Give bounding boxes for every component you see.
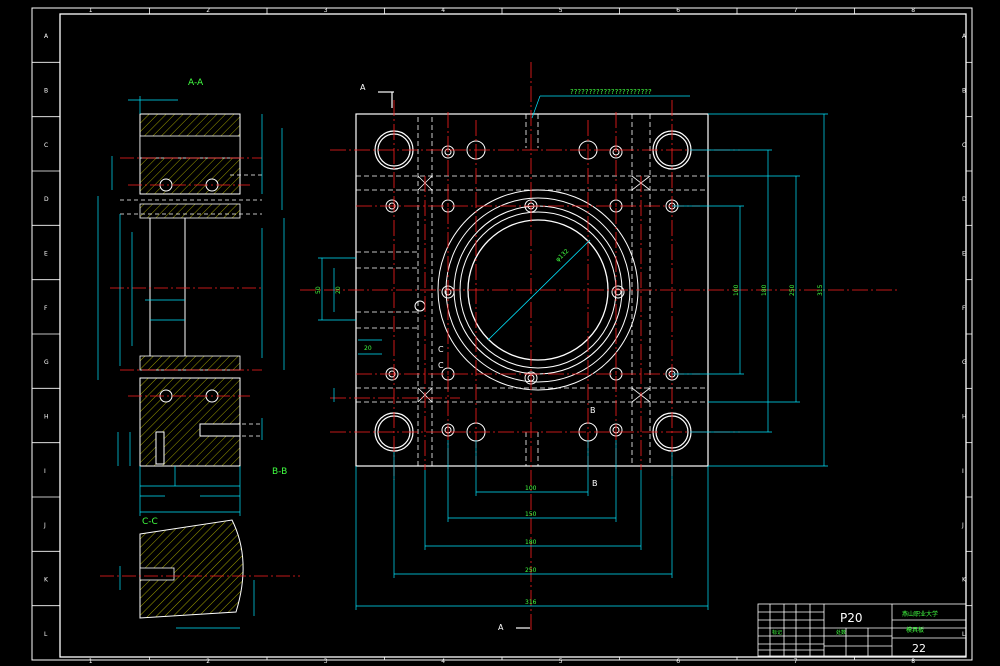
frame-row-label: F (962, 305, 966, 312)
cut-a-top: A (360, 83, 366, 92)
frame-row-label: F (44, 305, 48, 312)
cut-b-upper: B (590, 406, 596, 415)
frame-col-label: 7 (794, 658, 798, 665)
section-aa-view (97, 96, 285, 516)
frame-row-label: H (962, 414, 967, 421)
frame-col-label: 4 (441, 7, 445, 14)
frame-row-label: I (962, 468, 964, 475)
dim-v50: 50 (315, 286, 322, 294)
frame-row-label: K (44, 577, 49, 584)
frame-col-label: 5 (559, 7, 563, 14)
frame-row-label: D (962, 196, 967, 203)
frame-row-label: E (962, 251, 966, 258)
frame-row-label: K (962, 577, 967, 584)
title-mark: 标记 (772, 629, 782, 636)
cut-b-lower: B (592, 479, 598, 488)
frame-row-label: A (44, 33, 49, 40)
frame-row-label: L (962, 631, 966, 638)
dim-v180: 180 (761, 284, 768, 296)
title-block (757, 603, 967, 657)
frame-col-label: 1 (89, 7, 93, 14)
frame-row-label: A (962, 33, 967, 40)
frame-row-label: J (43, 522, 46, 529)
dim-h180: 180 (525, 539, 537, 546)
dim-v20: 20 (335, 286, 342, 294)
leader-note: ?????????????????????? (570, 88, 652, 96)
dim-h150: 150 (525, 511, 537, 518)
frame-row-label: B (44, 88, 48, 95)
frame-col-label: 2 (206, 7, 210, 14)
dim-v100: 100 (733, 284, 740, 296)
title-part-name: 模具板 (906, 626, 924, 634)
frame-col-label: 2 (206, 658, 210, 665)
frame-row-label: H (44, 414, 49, 421)
dim-v250: 250 (789, 284, 796, 296)
frame-col-label: 3 (324, 7, 328, 14)
section-cc-view (100, 519, 300, 629)
frame-col-label: 5 (559, 658, 563, 665)
dim-h316: 316 (525, 599, 537, 606)
section-aa-title: A-A (188, 78, 204, 88)
frame-column-labels: 1 1 2 2 3 3 4 4 5 5 6 6 7 7 8 8 (89, 7, 916, 665)
title-count: 处数 (836, 629, 846, 636)
frame-col-label: 7 (794, 7, 798, 14)
dim-h100: 100 (525, 485, 537, 492)
dim-v315: 315 (817, 284, 824, 296)
frame-col-label: 1 (89, 658, 93, 665)
cut-a-bottom: A (498, 623, 504, 632)
title-sheet: 22 (912, 642, 926, 655)
title-part-no: P20 (840, 611, 863, 625)
frame-col-label: 8 (911, 658, 915, 665)
frame-col-label: 4 (441, 658, 445, 665)
plan-dim-labels: 100 150 180 250 316 100 180 250 315 50 2… (315, 284, 824, 606)
frame-row-label: D (44, 196, 49, 203)
title-school: 燕山职业大学 (902, 610, 938, 618)
frame-row-label: E (44, 251, 48, 258)
cut-c-lower: C (438, 361, 444, 370)
frame-row-label: C (962, 142, 966, 149)
frame-row-label: G (962, 359, 967, 366)
frame-row-label: B (962, 88, 966, 95)
frame-col-label: 8 (911, 7, 915, 14)
frame-row-label: I (44, 468, 46, 475)
frame-row-label: J (961, 522, 964, 529)
section-cc-title: C-C (142, 517, 158, 527)
frame-row-label: G (44, 359, 49, 366)
plan-view: φ132 ?????????????????????? A A B B C C (300, 62, 900, 632)
frame-row-label: C (44, 142, 48, 149)
cut-c-upper: C (438, 345, 444, 354)
dim-h20: 20 (364, 345, 372, 352)
frame-col-label: 3 (324, 658, 328, 665)
dim-h250: 250 (525, 567, 537, 574)
section-bb-title: B-B (272, 467, 287, 477)
frame-col-label: 6 (676, 7, 680, 14)
frame-col-label: 6 (676, 658, 680, 665)
frame-row-label: L (44, 631, 48, 638)
